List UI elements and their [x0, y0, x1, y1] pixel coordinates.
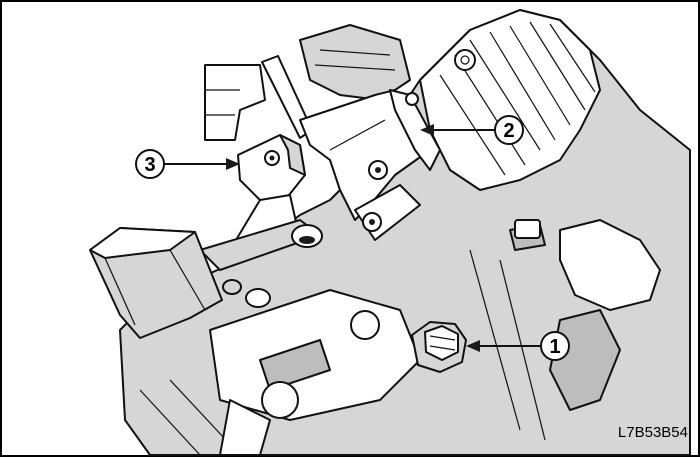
callout-2: 2	[420, 115, 524, 145]
callout-2-label: 2	[503, 120, 514, 142]
bracket	[261, 55, 441, 241]
callout-3: 3	[135, 149, 240, 179]
callout-1-label: 1	[549, 336, 560, 358]
figure-code: L7B53B54	[618, 424, 688, 441]
actuator-block	[89, 227, 223, 339]
drain-plug-bolt	[411, 321, 467, 373]
shift-cable-end	[199, 134, 323, 308]
callout-3-label: 3	[144, 154, 155, 176]
callout-1: 1	[466, 331, 570, 361]
